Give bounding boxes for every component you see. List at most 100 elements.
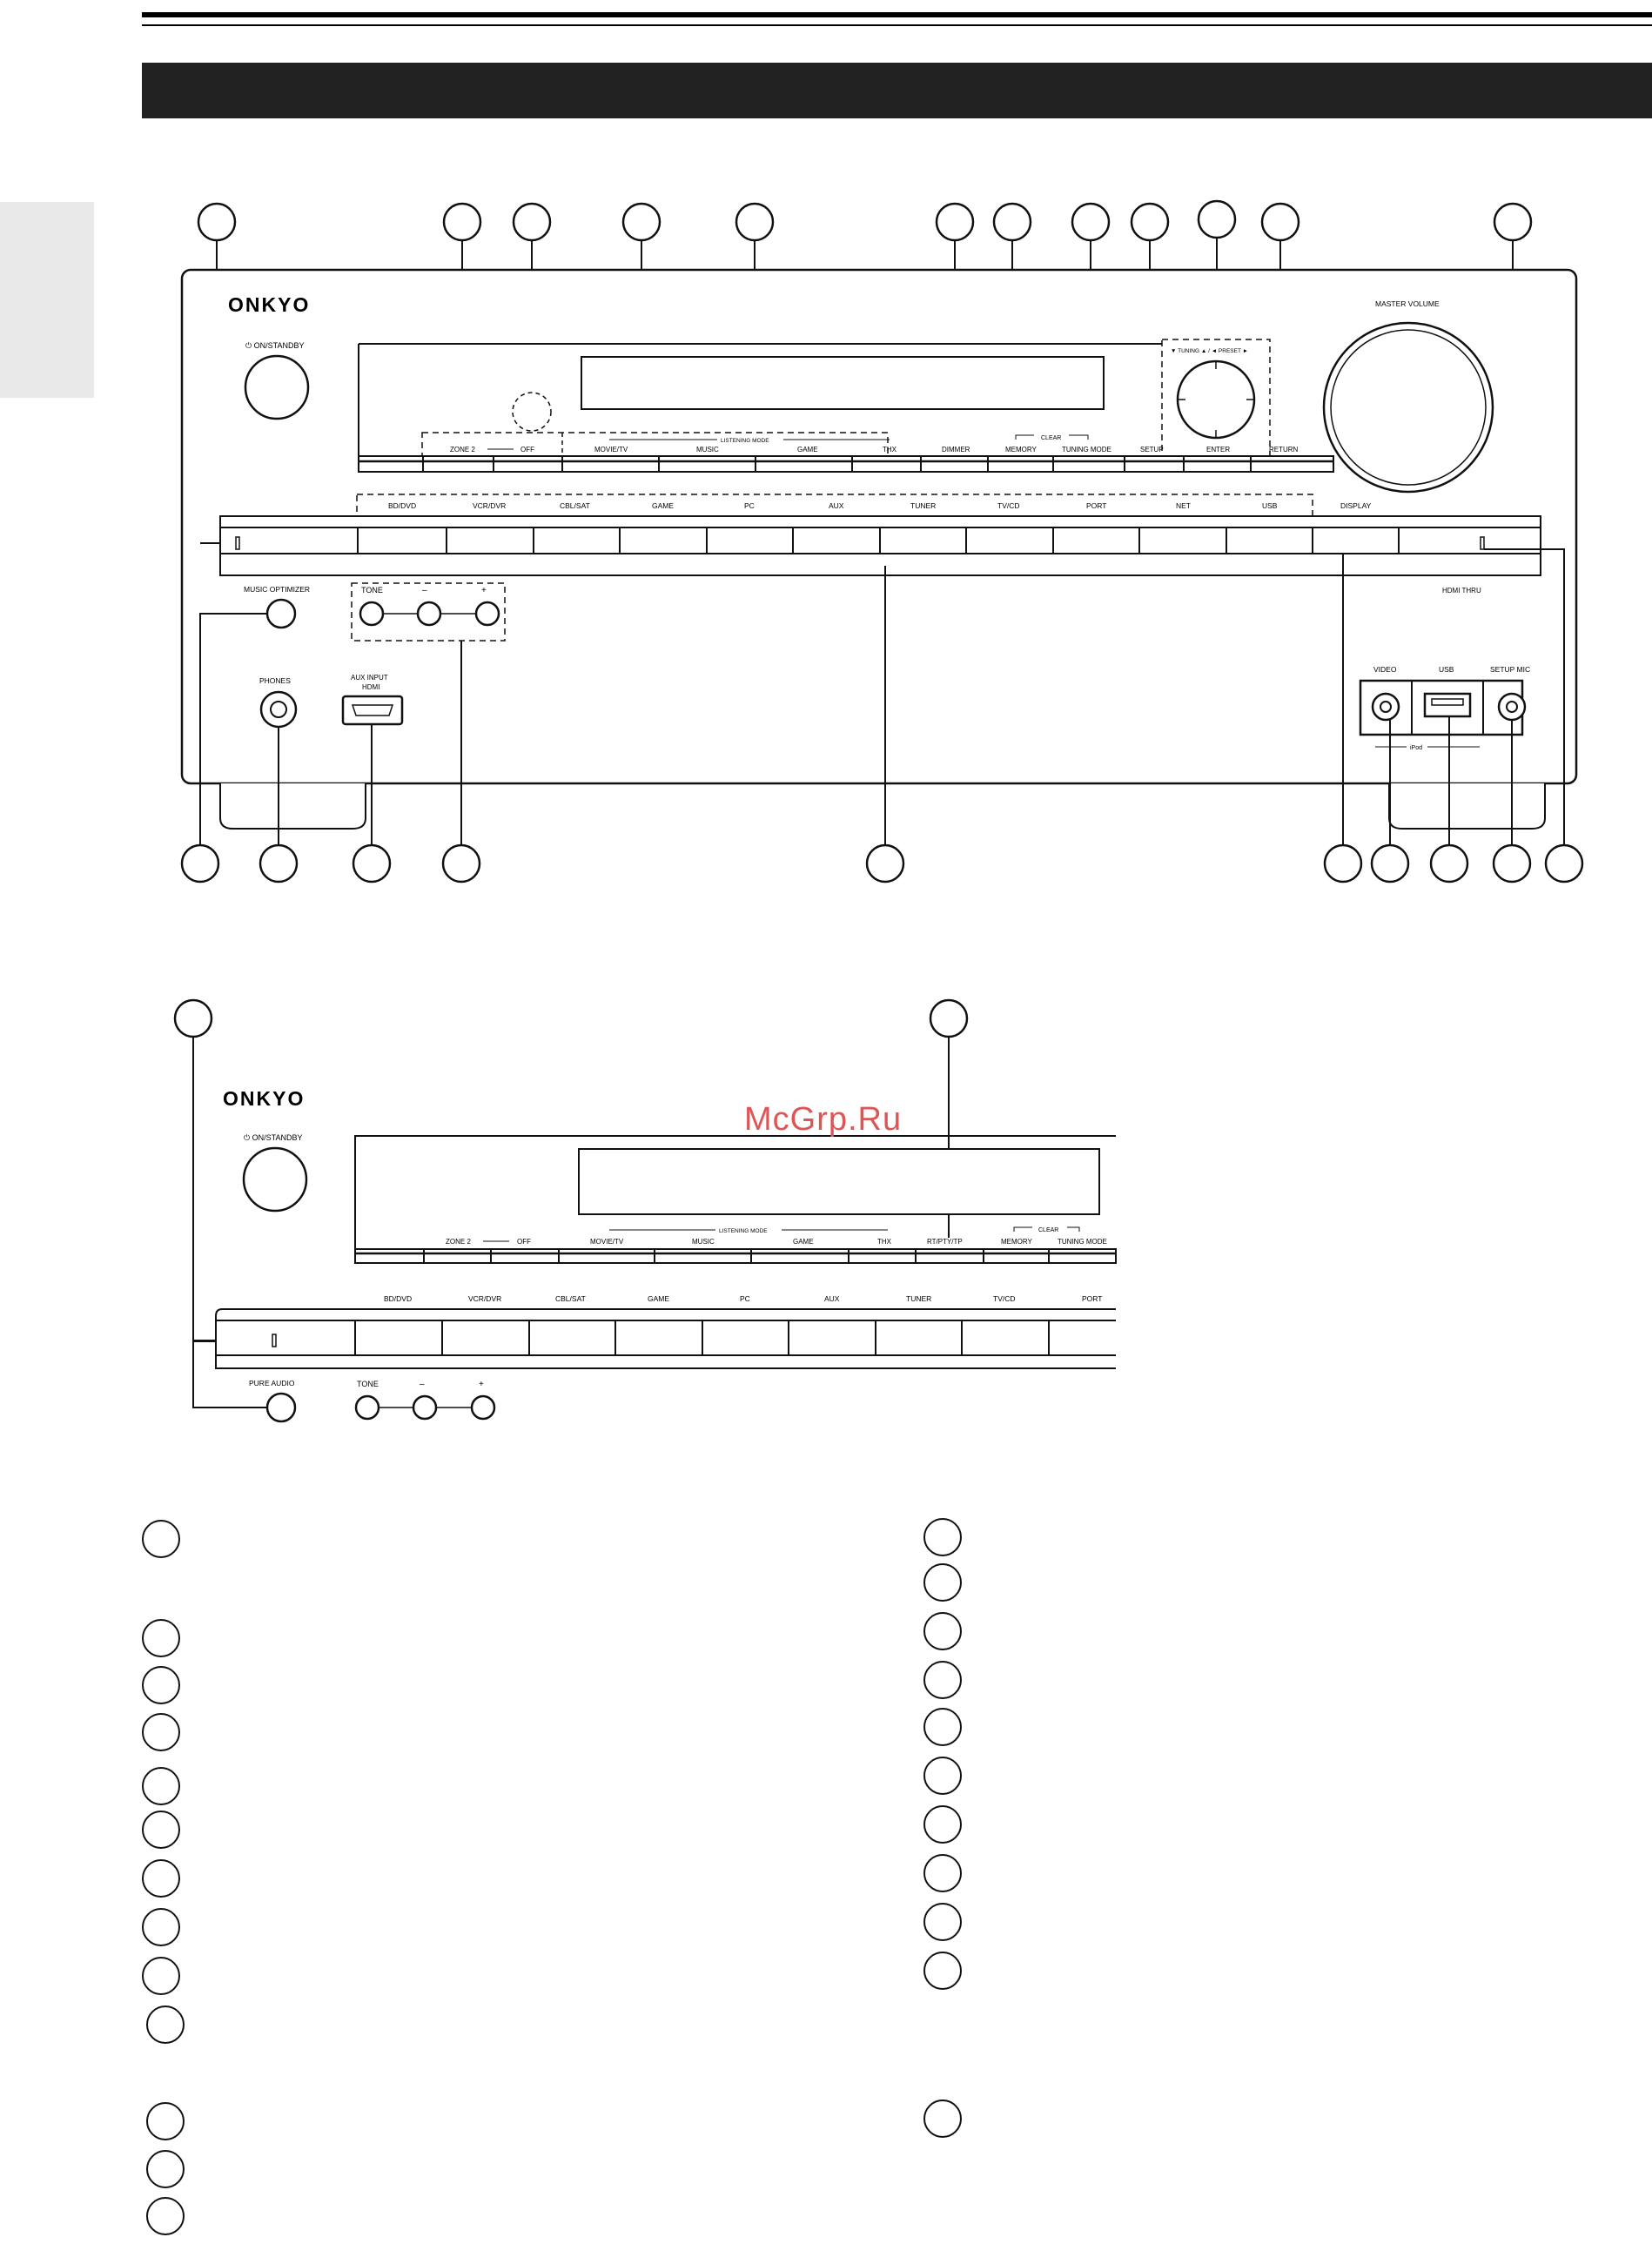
display-window [581,356,1105,410]
led-right [1480,536,1485,550]
alt-brand-logo: ONKYO [223,1087,305,1110]
alt-zone2-label: ZONE 2 [446,1238,471,1246]
enter-label: ENTER [1206,446,1230,454]
pure-audio-label: PURE AUDIO [249,1379,295,1387]
legend-marker [142,1811,180,1849]
legend-marker [146,2102,185,2140]
top-rule [142,12,1652,17]
dimmer-label: DIMMER [942,446,970,454]
alt-tone-plus-button [470,1394,496,1421]
legend-marker [923,2100,962,2138]
alt-standby-label: ⏻ ON/STANDBY [244,1133,302,1142]
phones-label: PHONES [259,676,291,685]
legend-marker [142,1767,180,1805]
legend-marker [146,2150,185,2188]
legend-marker [142,1908,180,1946]
alt-input-label-2: CBL/SAT [555,1294,586,1303]
zone2-label: ZONE 2 [450,446,475,454]
brand-logo: ONKYO [228,293,310,316]
input-label-10: USB [1262,501,1278,510]
watermark: McGrp.Ru [744,1101,903,1138]
alt-tone-plus-label: + [479,1380,484,1389]
input-label-5: AUX [829,501,844,510]
legend-marker [142,1957,180,1995]
legend-marker [146,2197,185,2235]
legend-marker [146,2005,185,2044]
alt-off-label: OFF [517,1238,531,1246]
legend-marker [142,1520,180,1558]
clear-label: CLEAR [1041,435,1061,441]
alt-game-label: GAME [793,1238,814,1246]
video-label: VIDEO [1373,665,1397,674]
return-label: RETURN [1269,446,1299,454]
alt-input-label-7: TV/CD [993,1294,1016,1303]
off-label: OFF [520,446,534,454]
input-label-1: VCR/DVR [473,501,506,510]
legend-marker [923,1563,962,1602]
legend-marker [923,1952,962,1990]
alt-tone-minus-button [412,1394,438,1421]
alt-tone-minus-label: – [420,1380,425,1389]
tone-button [359,601,385,627]
alt-input-label-5: AUX [824,1294,840,1303]
tuning-preset-label: ▼ TUNING ▲ / ◄ PRESET ► [1171,348,1248,354]
front-panel-diagram: ONKYO ⏻ ON/STANDBY ZONE 2 OFF LISTENING … [180,199,1584,883]
legend-marker [142,1666,180,1704]
input-label-3: GAME [652,501,674,510]
input-label-7: TV/CD [997,501,1020,510]
legend-marker [923,1757,962,1795]
tone-label: TONE [361,586,383,595]
alt-listening-mode-label: LISTENING MODE [719,1228,768,1234]
game-label: GAME [797,446,818,454]
legend-marker [923,1612,962,1650]
alt-memory-label: MEMORY [1001,1238,1033,1246]
music-label: MUSIC [696,446,719,454]
alt-thx-label: THX [877,1238,892,1246]
alt-clear-label: CLEAR [1038,1227,1058,1233]
legend-marker [142,1859,180,1898]
alt-rt-pty-tp-label: RT/PTY/TP [927,1238,963,1246]
alt-standby-button [242,1146,308,1213]
standby-button [244,354,310,420]
front-panel-alt-diagram: ONKYO ⏻ ON/STANDBY ZONE 2 OFF LISTENING … [173,998,1117,1423]
tone-minus-label: – [422,586,427,595]
usb-label: USB [1439,665,1454,674]
tone-minus-button [416,601,442,627]
alt-input-label-3: GAME [648,1294,669,1303]
alt-input-label-6: TUNER [906,1294,931,1303]
aux-input-label: AUX INPUT [351,674,388,682]
standby-label: ⏻ ON/STANDBY [245,341,304,350]
alt-tuning-mode-label: TUNING MODE [1058,1238,1107,1246]
master-volume-label: MASTER VOLUME [1375,299,1440,308]
setup-mic-label: SETUP MIC [1490,665,1530,674]
legend-marker [142,1713,180,1751]
remote-sensor [512,392,552,432]
alt-input-label-4: PC [740,1294,750,1303]
callout-circles-top [197,199,1533,242]
ipod-label: iPod [1410,745,1422,751]
callout-circles-bottom [180,843,1584,883]
section-header-band [142,63,1652,118]
alt-input-label-8: PORT [1082,1294,1102,1303]
side-tab [0,202,94,398]
alt-movie-tv-label: MOVIE/TV [590,1238,624,1246]
input-label-8: PORT [1086,501,1106,510]
input-label-0: BD/DVD [388,501,416,510]
legend-marker [923,1903,962,1941]
hdmi-thru-label: HDMI THRU [1442,587,1481,595]
alt-tone-button [354,1394,380,1421]
legend-marker [142,1619,180,1657]
tuning-mode-label: TUNING MODE [1062,446,1111,454]
input-label-4: PC [744,501,755,510]
memory-label: MEMORY [1005,446,1038,454]
legend-marker [923,1518,962,1556]
top-rule-thin [142,24,1652,26]
tone-plus-button [474,601,500,627]
input-label-9: NET [1176,501,1191,510]
alt-display-window [578,1148,1100,1215]
thx-label: THX [883,446,897,454]
tone-plus-label: + [481,586,487,595]
legend-marker [923,1805,962,1844]
listening-mode-label: LISTENING MODE [721,438,769,444]
display-label: DISPLAY [1340,501,1372,510]
